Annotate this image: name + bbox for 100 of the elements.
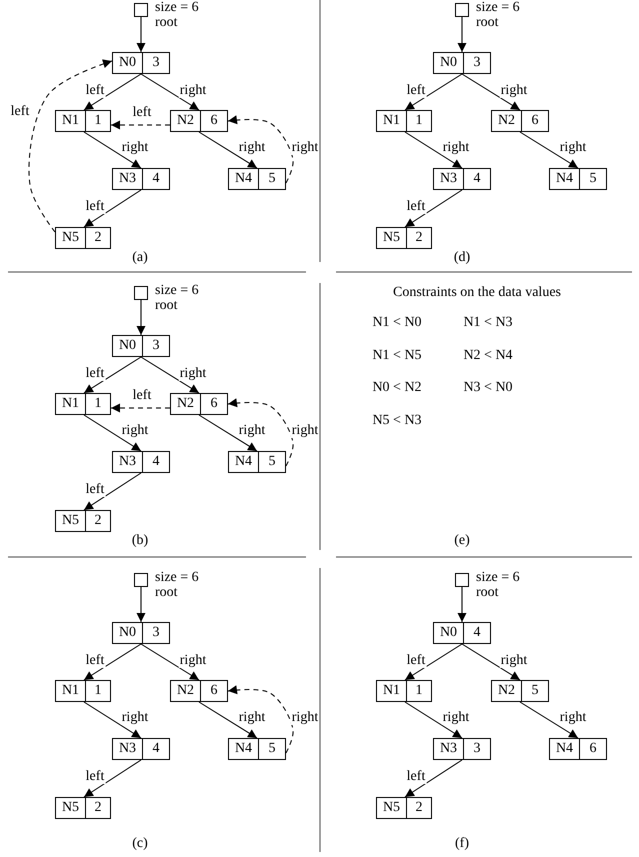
edge-label: left: [84, 483, 106, 497]
node-box: [112, 335, 170, 357]
node-box: [55, 680, 111, 702]
dashed-arrow: [228, 398, 294, 466]
edge-label: right: [238, 424, 266, 438]
size-label: size = 6: [476, 571, 520, 586]
arrow: [84, 414, 142, 452]
dashed-arrow: [110, 120, 170, 130]
constraint-text: N0 < N2: [372, 380, 422, 396]
arrow: [520, 132, 578, 168]
arrow: [198, 414, 258, 452]
node-box: [55, 227, 111, 249]
arrow: [198, 702, 258, 738]
node-name: N0: [438, 624, 458, 642]
node-name: N4: [234, 453, 254, 471]
node-box: [55, 110, 111, 132]
node-name: N1: [60, 112, 80, 130]
constraint-text: N5 < N3: [372, 413, 422, 428]
edge-label: left: [84, 770, 106, 784]
node-value: 4: [142, 169, 169, 189]
dashed-arrow: [28, 59, 112, 232]
size-label: size = 6: [155, 1, 199, 16]
node-box: [55, 797, 111, 819]
arrow: [462, 74, 520, 110]
size-label: size = 6: [476, 1, 520, 16]
size-label: size = 6: [155, 571, 199, 586]
edge-label: right: [290, 711, 320, 725]
node-value: 1: [85, 111, 110, 131]
pointer-box: [455, 3, 469, 17]
node-name: N2: [496, 682, 516, 700]
edge-label: left: [406, 200, 426, 214]
node-box: [376, 797, 432, 819]
arrow: [84, 760, 142, 798]
node-name: N2: [496, 112, 516, 130]
node-value: 6: [200, 111, 227, 131]
node-value: 1: [85, 681, 110, 701]
panel-caption: (b): [132, 533, 148, 548]
node-value: 6: [200, 681, 227, 701]
node-box: [170, 680, 228, 702]
constraint-text: N2 < N4: [463, 348, 513, 364]
node-box: [491, 680, 549, 702]
node-value: 2: [406, 228, 431, 248]
node-value: 3: [463, 739, 490, 759]
dashed-arrow: [110, 404, 170, 412]
panel-heading: Constraints on the data values: [393, 285, 561, 300]
node-name: N3: [118, 170, 138, 188]
arrow: [462, 644, 520, 680]
edge-label: right: [500, 84, 528, 98]
node-box: [112, 622, 170, 644]
arrow: [404, 74, 462, 110]
node-name: N2: [176, 395, 196, 413]
edge-label: right: [120, 424, 150, 438]
node-box: [228, 451, 286, 473]
node-name: N1: [60, 395, 80, 413]
arrow: [84, 190, 142, 228]
node-value: 1: [406, 681, 431, 701]
node-box: [376, 680, 432, 702]
arrow: [404, 190, 462, 228]
node-box: [170, 110, 228, 132]
arrow: [140, 74, 200, 110]
arrow: [136, 16, 146, 52]
constraint-text: N3 < N0: [463, 380, 513, 396]
node-name: N0: [118, 624, 138, 642]
node-box: [549, 738, 607, 760]
node-name: N5: [60, 229, 80, 247]
dashed-arrow: [228, 115, 294, 184]
pointer-box: [455, 573, 469, 587]
edge-label: right: [178, 367, 208, 381]
node-value: 5: [258, 739, 285, 759]
edge-label: left: [84, 367, 106, 381]
node-value: 3: [142, 53, 169, 73]
node-name: N5: [60, 799, 80, 817]
node-name: N4: [234, 170, 254, 188]
node-value: 1: [85, 394, 110, 414]
edge-label: left: [84, 200, 106, 214]
node-name: N3: [118, 740, 138, 758]
arrow: [140, 644, 200, 680]
node-box: [433, 622, 491, 644]
edge-label: right: [558, 711, 588, 725]
node-name: N1: [382, 682, 402, 700]
size-label: size = 6: [155, 284, 199, 299]
edge-label: right: [120, 711, 150, 725]
node-value: 4: [463, 623, 490, 643]
arrow: [136, 586, 146, 622]
node-name: N5: [382, 229, 402, 247]
node-box: [228, 168, 286, 190]
arrow: [404, 132, 462, 168]
node-box: [549, 168, 607, 190]
arrow: [198, 132, 258, 168]
arrow: [84, 132, 142, 168]
node-box: [376, 110, 432, 132]
constraint-text: N1 < N0: [372, 315, 422, 330]
node-value: 2: [85, 798, 110, 818]
arrow: [520, 702, 578, 738]
pointer-box: [134, 286, 148, 300]
arrow: [458, 586, 466, 622]
pointer-label: root: [155, 586, 178, 600]
edge-label: right: [500, 654, 528, 668]
panel-caption: (e): [454, 533, 470, 548]
arrow: [404, 760, 462, 798]
